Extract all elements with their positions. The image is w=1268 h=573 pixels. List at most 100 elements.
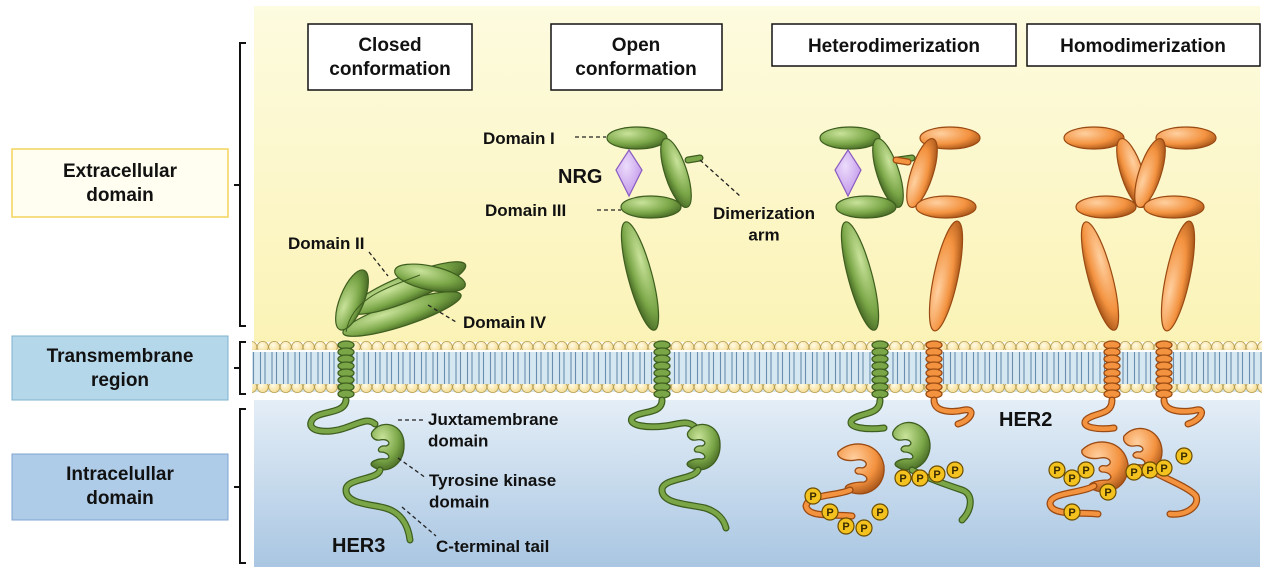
her3-closed-domain-i (394, 263, 466, 293)
phospho-label: P (1053, 465, 1060, 477)
phospho-group: P (1063, 469, 1081, 487)
her3-open-domain-iv (620, 221, 660, 331)
header-hetero: Heterodimerization (771, 23, 1017, 67)
hetero-her3-domain-iii (835, 195, 897, 219)
label-her2: HER2 (999, 409, 1052, 431)
phospho-group: P (928, 465, 946, 483)
her3-closed-transmembrane-helix (337, 340, 355, 399)
phospho-label: P (1104, 487, 1111, 499)
phospho-group: P (1175, 447, 1193, 465)
her3-open-domain-iii (620, 195, 682, 219)
phospho-label: P (1068, 473, 1075, 485)
homo-right-domain-iii (1143, 195, 1205, 219)
phospho-label: P (1160, 463, 1167, 475)
phospho-group: P (855, 519, 873, 537)
phospho-group: P (1048, 461, 1066, 479)
homodimer (1046, 126, 1217, 518)
phospho-group: P (1155, 459, 1173, 477)
homo-right-domain-ii (1134, 137, 1166, 209)
header-homo: Homodimerization (1026, 23, 1261, 67)
phospho-group: P (871, 503, 889, 521)
hetero-her3-kinase (892, 421, 931, 471)
homo-left-domain-iv (1080, 221, 1120, 331)
homo-right-transmembrane-helix (1155, 340, 1173, 399)
her3-closed-receptor (307, 261, 467, 544)
hetero-her2-domain-ii (906, 137, 938, 209)
phospho-group: P (1063, 503, 1081, 521)
label-nrg: NRG (558, 166, 602, 188)
homo-left-transmembrane-helix (1103, 340, 1121, 399)
nrg-ligand (615, 148, 643, 198)
homo-left-domain-i (1063, 126, 1125, 150)
leader-lines (368, 136, 741, 537)
phospho-label: P (1146, 465, 1153, 477)
phospho-label: P (876, 507, 883, 519)
her3-open-kinase (686, 423, 721, 471)
phospho-label: P (842, 521, 849, 533)
homo-right-domain-iv (1160, 220, 1196, 332)
phospho-label: P (826, 507, 833, 519)
hetero-her2-kinase (837, 443, 885, 495)
phospho-label: P (933, 469, 940, 481)
header-homo-label: Homodimerization (1060, 36, 1226, 57)
label-domain-iv: Domain IV (463, 313, 547, 332)
phospho-group: P (911, 469, 929, 487)
phospho-label: P (860, 523, 867, 535)
hetero-her3-transmembrane-helix (871, 340, 889, 399)
her3-open-transmembrane-helix (653, 340, 671, 399)
phospho-group: P (1099, 483, 1117, 501)
her3-open-domain-i (606, 126, 668, 150)
phospho-label: P (1082, 465, 1089, 477)
phospho-label: P (809, 491, 816, 503)
phospho-label: P (1130, 467, 1137, 479)
her3-open-domain-ii (660, 137, 692, 209)
label-domain-iii: Domain III (485, 201, 566, 220)
hetero-her3-domain-iv (840, 221, 880, 331)
label-domain-ii: Domain II (288, 234, 365, 253)
phospho-group: P (946, 461, 964, 479)
hetero-her3-domain-i (819, 126, 881, 150)
her3-closed-kinase (370, 423, 405, 471)
phospho-label: P (951, 465, 958, 477)
phospho-group: P (821, 503, 839, 521)
phospho-group: P (1125, 463, 1143, 481)
phospho-label: P (1180, 451, 1187, 463)
header-hetero-label: Heterodimerization (808, 36, 980, 57)
label-domain-i: Domain I (483, 129, 555, 148)
hetero-her3-domain-ii (872, 137, 904, 209)
hetero-her2-domain-iv (928, 220, 964, 332)
phospho-group: P (1141, 461, 1159, 479)
phospho-group: P (894, 469, 912, 487)
homo-left-kinase (1081, 441, 1129, 493)
hetero-her2-transmembrane-helix (925, 340, 943, 399)
homo-left-domain-iii (1075, 195, 1137, 219)
label-her3: HER3 (332, 535, 385, 557)
homo-right-domain-i (1155, 126, 1217, 150)
hetero-her2-domain-iii (915, 195, 977, 219)
her3-open-receptor (606, 126, 730, 532)
phospho-label: P (916, 473, 923, 485)
lipid-bilayer (252, 334, 1262, 400)
phospho-group: P (804, 487, 822, 505)
region-brackets (234, 42, 246, 564)
phospho-group: P (1077, 461, 1095, 479)
phospho-group: P (837, 517, 855, 535)
label-c-terminal-tail: C-terminal tail (436, 537, 549, 556)
her3-closed-domain-ii (335, 269, 369, 331)
phospho-label: P (899, 473, 906, 485)
